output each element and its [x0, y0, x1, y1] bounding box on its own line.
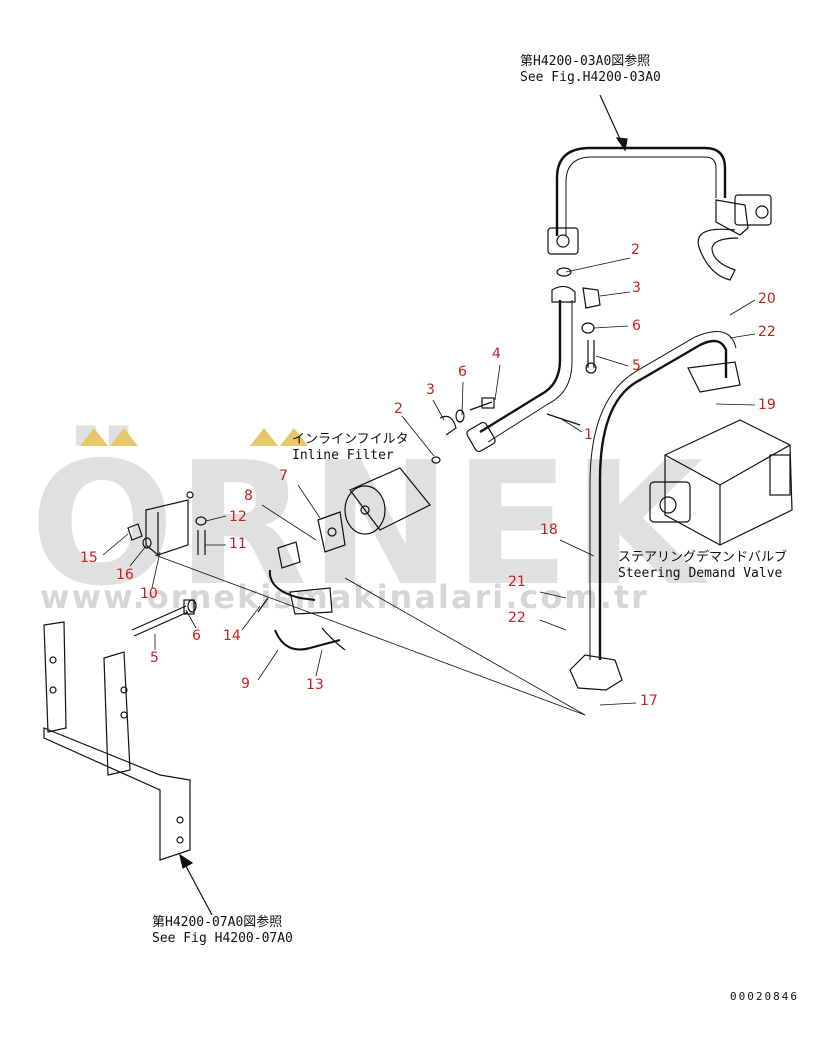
steering-valve-label: ステアリングデマンドバルブ Steering Demand Valve	[618, 550, 787, 582]
callout-10: 10	[140, 586, 158, 602]
reference-top: 第H4200-03A0図参照 See Fig.H4200-03A0	[520, 54, 661, 86]
callout-17: 17	[640, 693, 658, 709]
callout-2: 2	[631, 242, 640, 258]
inline-filter-label: インラインフイルタ Inline Filter	[292, 432, 409, 464]
drawing-code: 00020846	[730, 990, 799, 1003]
steering-valve-label-jp: ステアリングデマンドバルブ	[618, 550, 788, 565]
callout-22: 22	[758, 324, 776, 340]
watermark-url: www.ornekismakinalari.com.tr	[40, 578, 649, 616]
watermark-logo: ÖRNEK	[30, 426, 706, 624]
steering-valve-label-en: Steering Demand Valve	[618, 566, 783, 581]
bolt-5-lower	[131, 599, 197, 637]
callout-6: 6	[192, 628, 201, 644]
callout-14: 14	[223, 628, 241, 644]
watermark-umlaut-accent	[80, 428, 308, 446]
leader-lines	[102, 257, 756, 716]
callout-6: 6	[632, 318, 641, 334]
callout-18: 18	[540, 522, 558, 538]
callout-21: 21	[508, 574, 526, 590]
callout-20: 20	[758, 291, 776, 307]
callout-6: 6	[458, 364, 467, 380]
hose-1	[466, 285, 581, 453]
callout-13: 13	[306, 677, 324, 693]
pipe-18	[569, 331, 741, 691]
callout-3: 3	[632, 280, 641, 296]
inline-filter	[317, 467, 431, 553]
callout-2: 2	[394, 401, 403, 417]
callout-11: 11	[229, 536, 247, 552]
callout-7: 7	[279, 468, 288, 484]
fittings-upper	[431, 267, 601, 464]
callout-19: 19	[758, 397, 776, 413]
bracket-10	[127, 491, 207, 556]
reference-bottom-en: See Fig H4200-07A0	[152, 931, 293, 946]
callout-16: 16	[116, 567, 134, 583]
reference-bottom-jp: 第H4200-07A0図参照	[152, 915, 283, 930]
callout-12: 12	[229, 509, 247, 525]
reference-top-en: See Fig.H4200-03A0	[520, 70, 661, 85]
callout-5: 5	[150, 650, 159, 666]
pipe-9-assembly	[257, 541, 346, 651]
reference-top-jp: 第H4200-03A0図参照	[520, 54, 651, 69]
upper-pipe-loop	[547, 94, 772, 281]
callout-1: 1	[584, 427, 593, 443]
inline-filter-label-en: Inline Filter	[292, 448, 394, 463]
callout-5: 5	[632, 358, 641, 374]
callout-4: 4	[492, 346, 501, 362]
inline-filter-label-jp: インラインフイルタ	[292, 432, 409, 447]
callout-22: 22	[508, 610, 526, 626]
callout-8: 8	[244, 488, 253, 504]
callout-3: 3	[426, 382, 435, 398]
steering-demand-valve	[649, 419, 793, 546]
reference-bottom: 第H4200-07A0図参照 See Fig H4200-07A0	[152, 915, 293, 947]
callout-9: 9	[241, 676, 250, 692]
lower-bracket	[43, 621, 213, 916]
callout-15: 15	[80, 550, 98, 566]
